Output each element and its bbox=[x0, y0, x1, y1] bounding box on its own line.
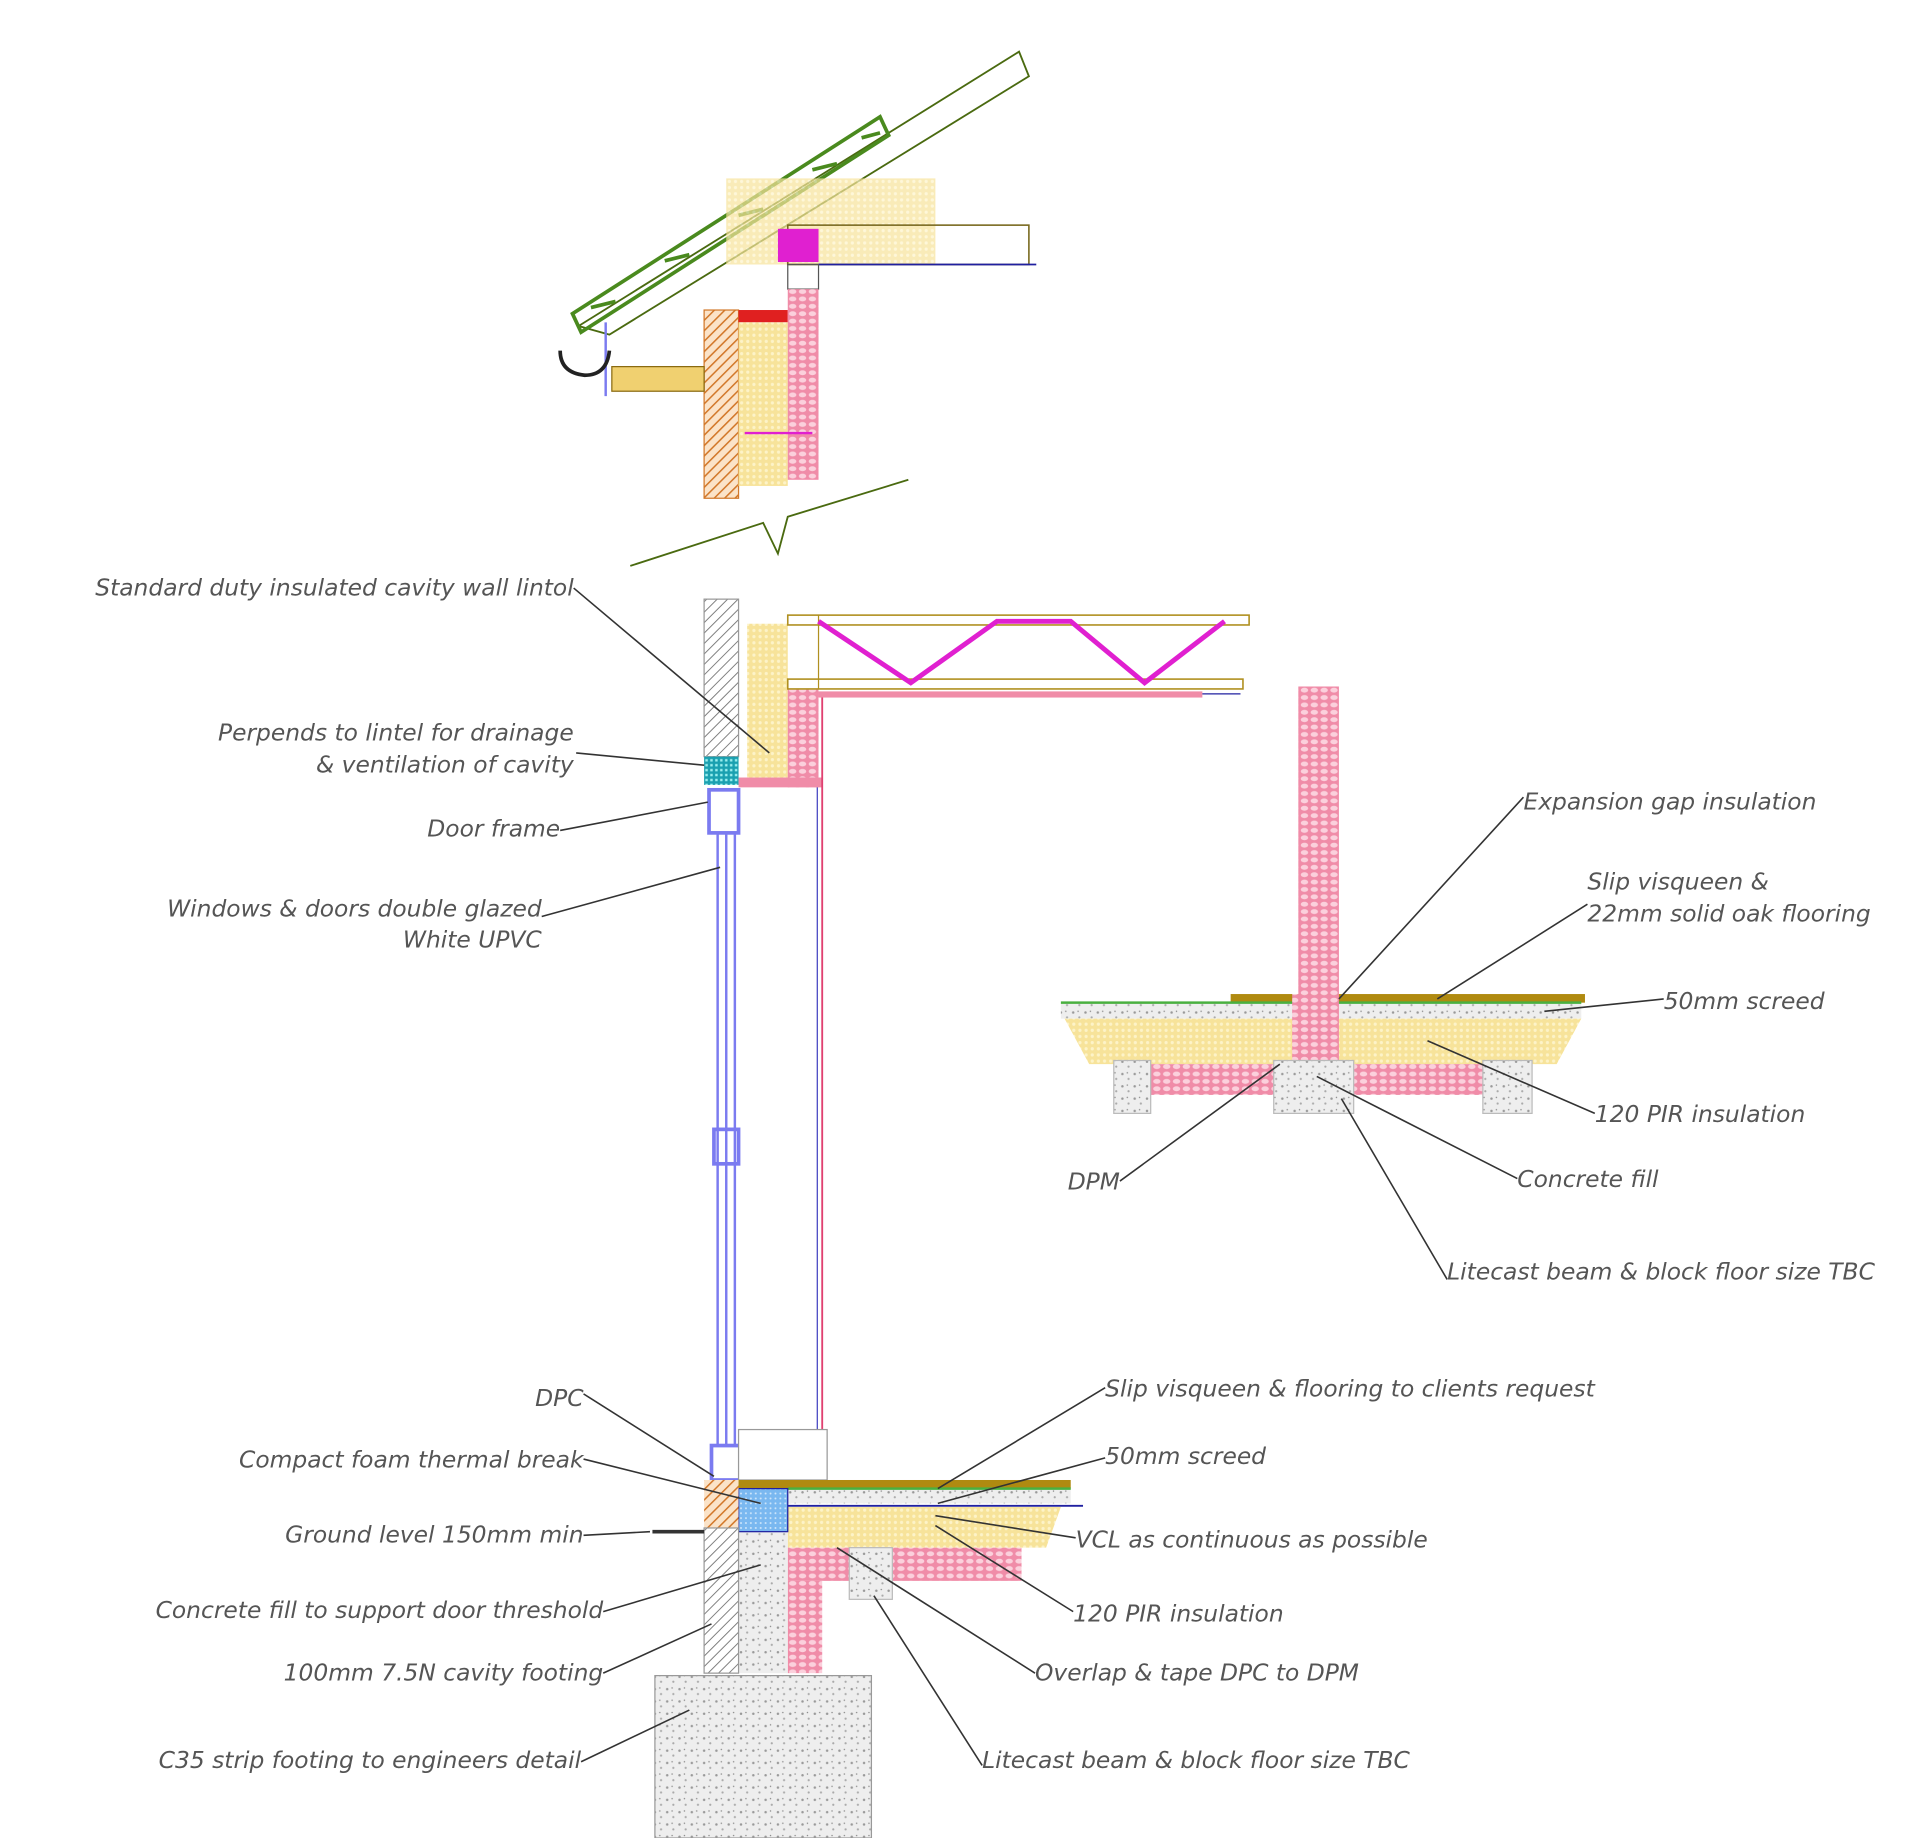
label-litecast-upper: Litecast beam & block floor size TBC bbox=[1447, 1257, 1875, 1285]
soffit-board bbox=[611, 366, 705, 392]
label-perpends-1: Perpends to lintel for drainage bbox=[218, 719, 574, 747]
label-screed-lower: 50mm screed bbox=[1105, 1442, 1266, 1470]
wall-plate bbox=[777, 228, 819, 263]
label-dpc: DPC bbox=[535, 1384, 584, 1412]
label-slip-oak-2: 22mm solid oak flooring bbox=[1587, 899, 1870, 927]
label-ground-level: Ground level 150mm min bbox=[285, 1521, 583, 1549]
label-pir-upper: 120 PIR insulation bbox=[1595, 1100, 1805, 1128]
label-litecast-lower: Litecast beam & block floor size TBC bbox=[982, 1746, 1410, 1774]
beam-left bbox=[1113, 1059, 1152, 1114]
label-strip-footing: C35 strip footing to engineers detail bbox=[159, 1746, 582, 1774]
rafter bbox=[576, 50, 1031, 336]
joist-web bbox=[817, 618, 1227, 686]
label-expansion-gap: Expansion gap insulation bbox=[1523, 788, 1816, 816]
outer-block-leaf bbox=[703, 598, 740, 758]
litecast-beam bbox=[848, 1547, 893, 1600]
label-pir-lower: 120 PIR insulation bbox=[1073, 1599, 1283, 1627]
perpend-vent bbox=[704, 756, 739, 785]
label-vcl: VCL as continuous as possible bbox=[1076, 1526, 1428, 1554]
internal-wall-floor-detail bbox=[1060, 686, 1585, 1114]
outer-brick-leaf bbox=[703, 309, 740, 499]
door-frame bbox=[707, 787, 828, 1482]
label-concrete-fill-threshold: Concrete fill to support door threshold bbox=[156, 1596, 604, 1624]
label-windows-2: White UPVC bbox=[403, 925, 543, 953]
joist-bottom-chord bbox=[786, 678, 1244, 690]
label-cavity-footing: 100mm 7.5N cavity footing bbox=[284, 1659, 604, 1687]
inner-leaf-block bbox=[787, 688, 819, 788]
label-lintel: Standard duty insulated cavity wall lint… bbox=[95, 573, 574, 601]
threshold-concrete-fill bbox=[738, 1531, 788, 1674]
ground-floor-detail bbox=[652, 1479, 1084, 1838]
thermal-break bbox=[737, 1487, 789, 1533]
label-slip-clients: Slip visqueen & flooring to clients requ… bbox=[1105, 1374, 1595, 1402]
inner-block-leaf bbox=[787, 289, 819, 480]
lintel-detail bbox=[703, 598, 1250, 1483]
label-slip-oak-1: Slip visqueen & bbox=[1587, 867, 1768, 895]
annotations: Standard duty insulated cavity wall lint… bbox=[95, 573, 1875, 1773]
outer-brick bbox=[704, 1479, 739, 1528]
inner-footing-block bbox=[787, 1580, 823, 1674]
flooring bbox=[736, 1479, 1071, 1489]
ceiling-plasterboard bbox=[818, 691, 1203, 698]
skirting bbox=[737, 1428, 828, 1481]
lintel-insulation bbox=[747, 623, 788, 784]
label-windows-1: Windows & doors double glazed bbox=[167, 895, 542, 923]
label-concrete-fill-upper: Concrete fill bbox=[1517, 1165, 1659, 1193]
floor-block-right bbox=[1353, 1064, 1496, 1095]
floor-blocks bbox=[787, 1547, 1022, 1581]
label-perpends-2: & ventilation of cavity bbox=[316, 751, 575, 779]
beam-center bbox=[1273, 1059, 1355, 1114]
expansion-gap bbox=[1292, 994, 1339, 1065]
label-overlap-dpc: Overlap & tape DPC to DPM bbox=[1035, 1659, 1359, 1687]
lintel-base bbox=[738, 777, 823, 788]
cavity-insulation bbox=[738, 322, 788, 486]
label-compact-foam: Compact foam thermal break bbox=[239, 1446, 585, 1474]
wall-plate-block bbox=[787, 263, 820, 290]
oak-flooring bbox=[1230, 994, 1585, 1003]
label-screed-upper: 50mm screed bbox=[1664, 987, 1825, 1015]
joist-top-chord bbox=[786, 614, 1250, 626]
label-door-frame: Door frame bbox=[427, 815, 560, 843]
cavity-closer bbox=[738, 310, 788, 323]
break-line bbox=[630, 478, 909, 567]
leader-lines bbox=[541, 587, 1664, 1766]
screed-lower bbox=[787, 1488, 1071, 1504]
eaves-detail bbox=[558, 50, 1037, 567]
pir-lower bbox=[787, 1507, 1061, 1548]
cavity-footing-block bbox=[703, 1527, 740, 1674]
loft-insulation bbox=[726, 178, 936, 265]
floor-block-left bbox=[1144, 1064, 1280, 1095]
gutter bbox=[558, 350, 612, 378]
label-dpm: DPM bbox=[1068, 1168, 1120, 1196]
strip-footing bbox=[654, 1674, 873, 1838]
beam-right bbox=[1482, 1059, 1533, 1114]
